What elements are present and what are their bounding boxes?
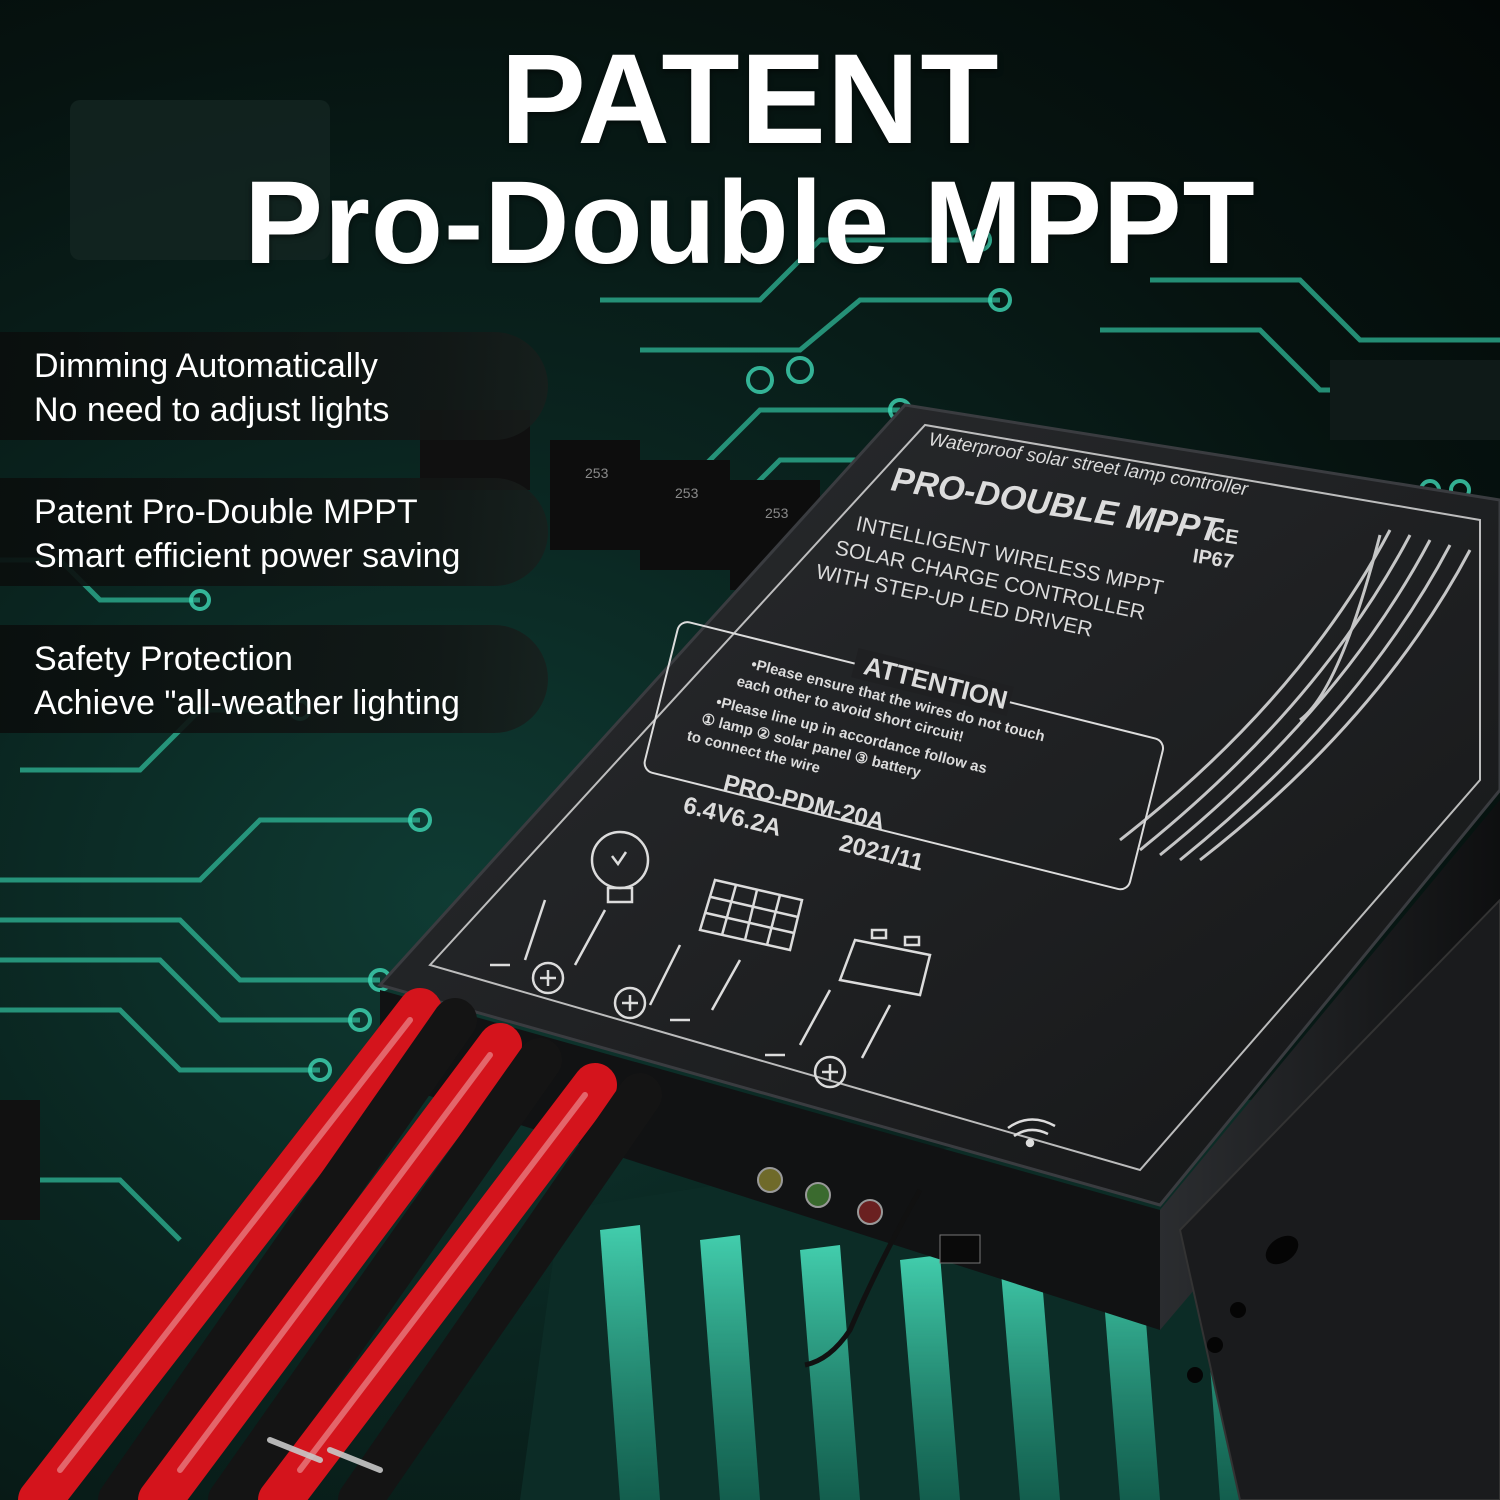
headline-line-2: Pro-Double MPPT bbox=[244, 157, 1256, 289]
feature-title: Patent Pro-Double MPPT bbox=[34, 493, 418, 531]
feature-description: Achieve "all-weather lighting bbox=[34, 684, 460, 722]
cable-bundle bbox=[18, 988, 662, 1500]
feature-title: Safety Protection bbox=[34, 640, 293, 678]
controller-device: Waterproof solar street lamp controller … bbox=[377, 403, 1500, 1500]
svg-text:253: 253 bbox=[675, 485, 699, 501]
feature-callout-safety: Safety Protection Achieve "all-weather l… bbox=[0, 625, 548, 733]
cert-ce: CE bbox=[1209, 523, 1240, 549]
svg-text:253: 253 bbox=[585, 465, 609, 481]
feature-callout-dimming: Dimming Automatically No need to adjust … bbox=[0, 332, 548, 440]
red-led-icon bbox=[857, 1199, 883, 1225]
lamp-positive-terminal-icon bbox=[531, 961, 565, 995]
decorative-wire-art bbox=[1119, 529, 1472, 862]
feature-title: Dimming Automatically bbox=[34, 347, 378, 385]
mount-hole bbox=[1265, 1235, 1299, 1265]
battery-positive-terminal-icon bbox=[813, 1055, 847, 1089]
indicator-leds bbox=[757, 1167, 981, 1368]
yellow-led-icon bbox=[757, 1167, 783, 1193]
wireless-signal-icon bbox=[1007, 1118, 1056, 1148]
solar-panel-icon bbox=[698, 878, 804, 952]
headline-line-1: PATENT bbox=[500, 28, 1000, 171]
feature-callout-mppt: Patent Pro-Double MPPT Smart efficient p… bbox=[0, 478, 548, 586]
battery-icon bbox=[838, 928, 932, 997]
feature-description: Smart efficient power saving bbox=[34, 537, 461, 575]
feature-description: No need to adjust lights bbox=[34, 391, 390, 429]
green-led-icon bbox=[805, 1182, 831, 1208]
lamp-icon bbox=[590, 830, 650, 904]
svg-text:253: 253 bbox=[765, 505, 789, 521]
solar-positive-terminal-icon bbox=[613, 986, 647, 1020]
